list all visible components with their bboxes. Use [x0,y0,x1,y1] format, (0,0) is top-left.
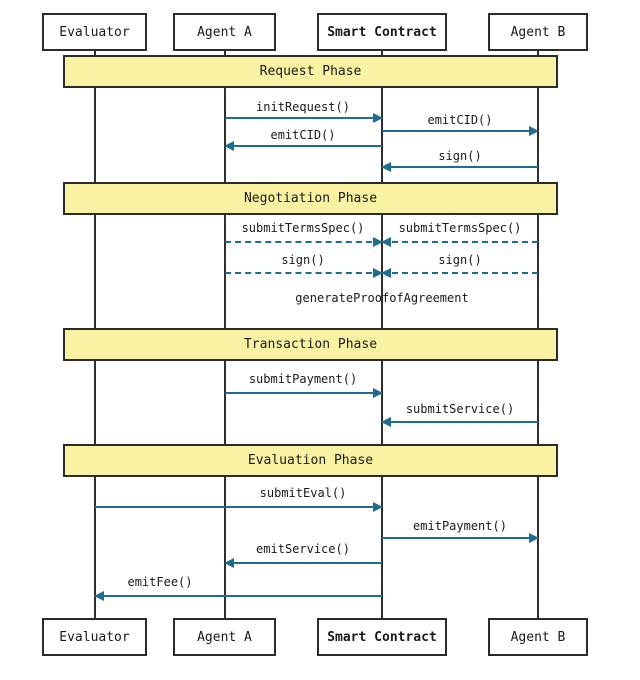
arrowhead-right-icon [373,113,383,123]
msg-emit-fee-arrow [94,591,382,601]
msg-submit-terms-a-arrow [225,237,383,247]
msg-sign-b-arrow [381,162,538,172]
arrowhead-left-icon [381,237,391,247]
msg-submit-eval-arrow [95,502,383,512]
msg-emit-payment-arrow [382,533,539,543]
msg-submit-service-label: submitService() [405,402,515,416]
phase-band-request: Request Phase [63,55,558,88]
arrowhead-right-icon [373,388,383,398]
actor-top-agent-b: Agent B [488,13,588,51]
actor-top-smart-contract: Smart Contract [317,13,447,51]
msg-sign-nego-a-arrow [225,268,383,278]
msg-submit-eval-label: submitEval() [259,486,347,500]
arrowhead-left-icon [224,141,234,151]
phase-label-request: Request Phase [259,64,362,79]
arrowhead-right-icon [373,268,383,278]
msg-init-request-arrow [225,113,383,123]
msg-submit-service-arrow [381,417,538,427]
msg-init-request-label: initRequest() [256,100,350,114]
arrowhead-left-icon [224,558,234,568]
msg-emit-payment-label: emitPayment() [413,519,507,533]
arrowhead-right-icon [529,126,539,136]
msg-emit-cid-to-b-arrow [382,126,539,136]
arrowhead-left-icon [381,162,391,172]
msg-sign-b-label: sign() [438,149,482,163]
arrowhead-left-icon [94,591,104,601]
arrowhead-left-icon [381,268,391,278]
phase-band-evaluation: Evaluation Phase [63,444,558,477]
phase-label-negotiation: Negotiation Phase [243,191,378,206]
msg-sign-nego-b-label: sign() [438,253,482,267]
msg-emit-cid-to-b-label: emitCID() [427,113,493,127]
actor-top-evaluator: Evaluator [42,13,147,51]
arrowhead-right-icon [373,502,383,512]
actor-bottom-evaluator: Evaluator [42,618,147,656]
phase-label-evaluation: Evaluation Phase [247,453,374,468]
msg-submit-terms-b-arrow [381,237,538,247]
msg-submit-payment-arrow [225,388,383,398]
msg-generate-proof-label: generateProofofAgreement [295,291,469,305]
msg-emit-cid-to-a-label: emitCID() [270,128,336,142]
actor-bottom-agent-b: Agent B [488,618,588,656]
actor-top-agent-a: Agent A [173,13,276,51]
msg-sign-nego-b-arrow [381,268,538,278]
msg-submit-payment-label: submitPayment() [248,372,358,386]
actor-bottom-smart-contract: Smart Contract [317,618,447,656]
msg-sign-nego-a-label: sign() [281,253,325,267]
phase-label-transaction: Transaction Phase [243,337,378,352]
arrowhead-left-icon [381,417,391,427]
msg-emit-fee-label: emitFee() [127,575,193,589]
msg-emit-service-arrow [224,558,382,568]
arrowhead-right-icon [373,237,383,247]
msg-submit-terms-b-label: submitTermsSpec() [398,221,522,235]
msg-submit-terms-a-label: submitTermsSpec() [241,221,365,235]
msg-emit-cid-to-a-arrow [224,141,382,151]
msg-emit-service-label: emitService() [256,542,350,556]
actor-bottom-agent-a: Agent A [173,618,276,656]
arrowhead-right-icon [529,533,539,543]
phase-band-transaction: Transaction Phase [63,328,558,361]
phase-band-negotiation: Negotiation Phase [63,182,558,215]
